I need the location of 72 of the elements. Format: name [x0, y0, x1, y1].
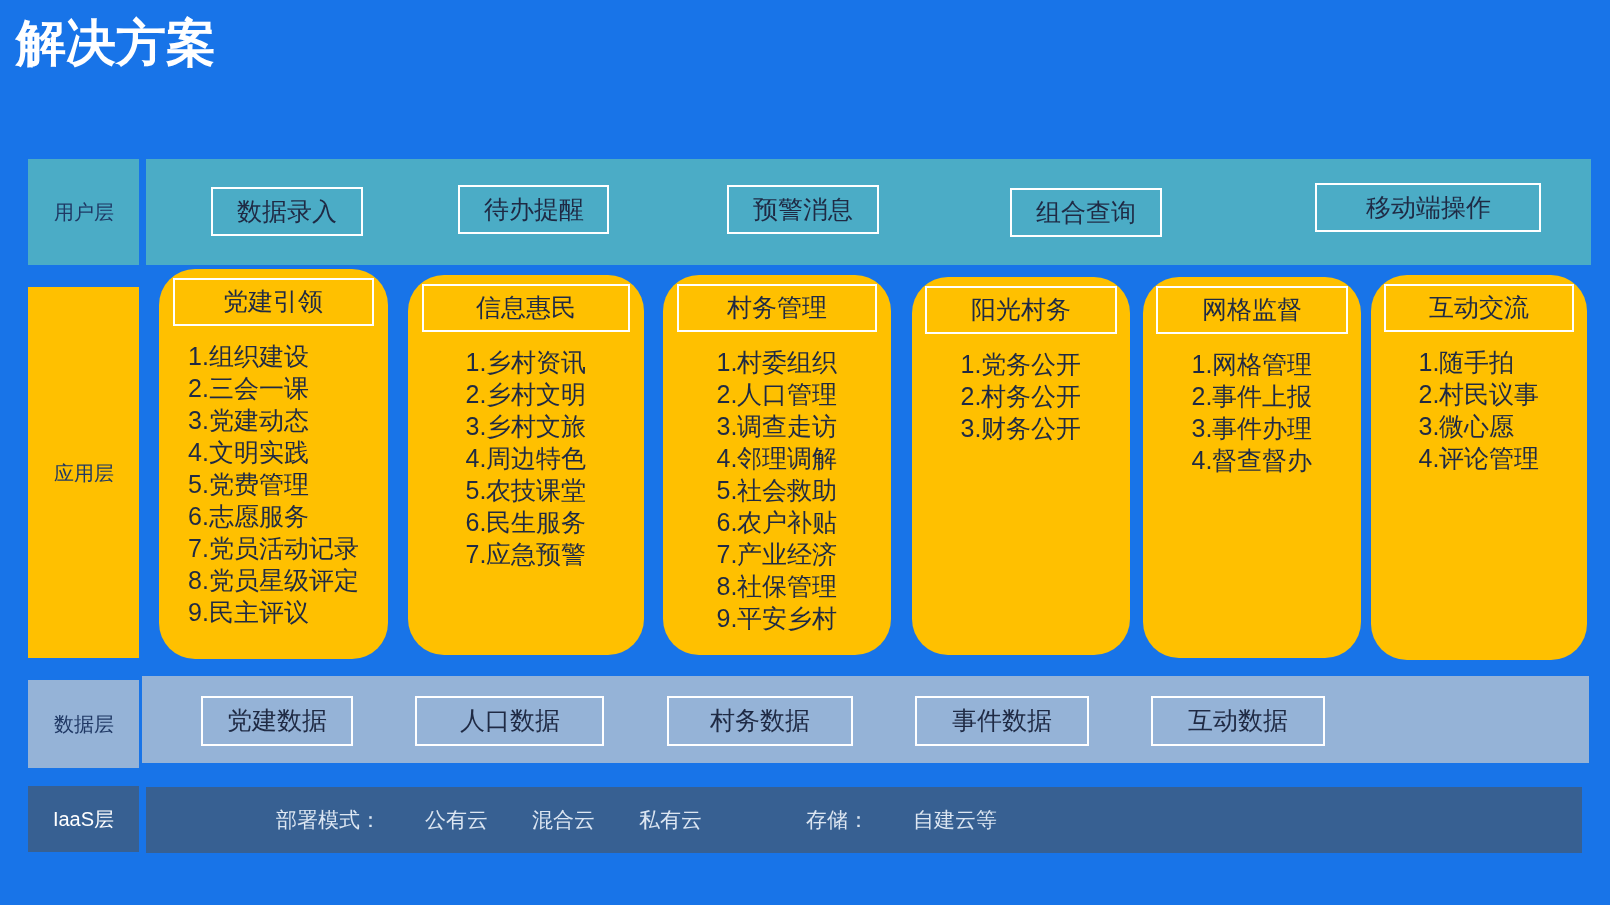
module-title: 阳光村务 — [925, 286, 1117, 334]
feature-text: 2.事件上报 — [1191, 381, 1313, 412]
feature-text: 5.农技课堂 — [465, 475, 587, 506]
feature-text: 4.文明实践 — [188, 437, 309, 468]
feature-tag: 互动数据 — [1151, 696, 1325, 746]
feature-text: 7.党员活动记录 — [188, 533, 359, 564]
module-card — [1371, 275, 1587, 660]
module-card — [1143, 277, 1361, 658]
feature-text: 3.乡村文旅 — [465, 411, 587, 442]
module-title: 信息惠民 — [422, 284, 630, 332]
feature-text: 2.三会一课 — [188, 373, 309, 404]
feature-text: 1.乡村资讯 — [465, 347, 587, 378]
deployment-text: 自建云等 — [913, 807, 997, 834]
module-title: 村务管理 — [676, 284, 878, 332]
module-card — [159, 269, 388, 659]
module-title: 网格监督 — [1156, 286, 1348, 334]
feature-text: 1.党务公开 — [960, 349, 1082, 380]
feature-text: 1.网格管理 — [1191, 349, 1313, 380]
feature-text: 9.民主评议 — [188, 597, 309, 628]
feature-text: 3.党建动态 — [188, 405, 309, 436]
feature-text: 6.志愿服务 — [188, 501, 309, 532]
module-card — [912, 277, 1130, 655]
feature-text: 4.评论管理 — [1418, 443, 1540, 474]
feature-text: 4.周边特色 — [465, 443, 587, 474]
feature-tag: 党建数据 — [201, 696, 353, 746]
feature-tag: 预警消息 — [727, 185, 879, 234]
feature-text: 3.财务公开 — [960, 413, 1082, 444]
feature-text: 2.乡村文明 — [465, 379, 587, 410]
layer-band — [146, 787, 1582, 853]
feature-tag: 村务数据 — [667, 696, 853, 746]
feature-text: 8.党员星级评定 — [188, 565, 359, 596]
feature-tag: 移动端操作 — [1315, 183, 1541, 232]
layer-label: 用户层 — [28, 159, 139, 265]
feature-text: 5.社会救助 — [716, 475, 838, 506]
feature-text: 1.村委组织 — [716, 347, 838, 378]
feature-text: 2.人口管理 — [716, 379, 838, 410]
feature-tag: 数据录入 — [211, 187, 363, 236]
feature-text: 7.应急预警 — [465, 539, 587, 570]
feature-text: 1.组织建设 — [188, 341, 309, 372]
deployment-text: 部署模式： — [276, 807, 381, 834]
feature-text: 4.督查督办 — [1191, 445, 1313, 476]
feature-text: 3.微心愿 — [1418, 411, 1515, 442]
module-card — [663, 275, 891, 655]
feature-text: 2.村民议事 — [1418, 379, 1540, 410]
feature-tag: 事件数据 — [915, 696, 1089, 746]
feature-text: 8.社保管理 — [716, 571, 838, 602]
module-title: 互动交流 — [1383, 284, 1575, 332]
feature-text: 9.平安乡村 — [716, 603, 838, 634]
deployment-text: 公有云 — [425, 807, 488, 834]
layer-label: 应用层 — [28, 287, 139, 658]
deployment-text: 存储： — [806, 807, 869, 834]
deployment-text: 混合云 — [532, 807, 595, 834]
layer-label: 数据层 — [28, 680, 139, 768]
feature-text: 6.农户补贴 — [716, 507, 838, 538]
feature-text: 7.产业经济 — [716, 539, 838, 570]
feature-tag: 人口数据 — [415, 696, 604, 746]
feature-tag: 组合查询 — [1010, 188, 1162, 237]
layer-band — [142, 676, 1589, 763]
feature-text: 6.民生服务 — [465, 507, 587, 538]
layer-band — [146, 159, 1591, 265]
deployment-text: 私有云 — [639, 807, 702, 834]
module-title: 党建引领 — [172, 278, 375, 326]
feature-text: 3.调查走访 — [716, 411, 838, 442]
layer-label: IaaS层 — [28, 786, 139, 852]
feature-text: 2.村务公开 — [960, 381, 1082, 412]
feature-text: 3.事件办理 — [1191, 413, 1313, 444]
feature-tag: 待办提醒 — [458, 185, 609, 234]
feature-text: 5.党费管理 — [188, 469, 309, 500]
page-title: 解决方案 — [16, 13, 216, 74]
feature-text: 1.随手拍 — [1418, 347, 1515, 378]
feature-text: 4.邻理调解 — [716, 443, 838, 474]
module-card — [408, 275, 644, 655]
